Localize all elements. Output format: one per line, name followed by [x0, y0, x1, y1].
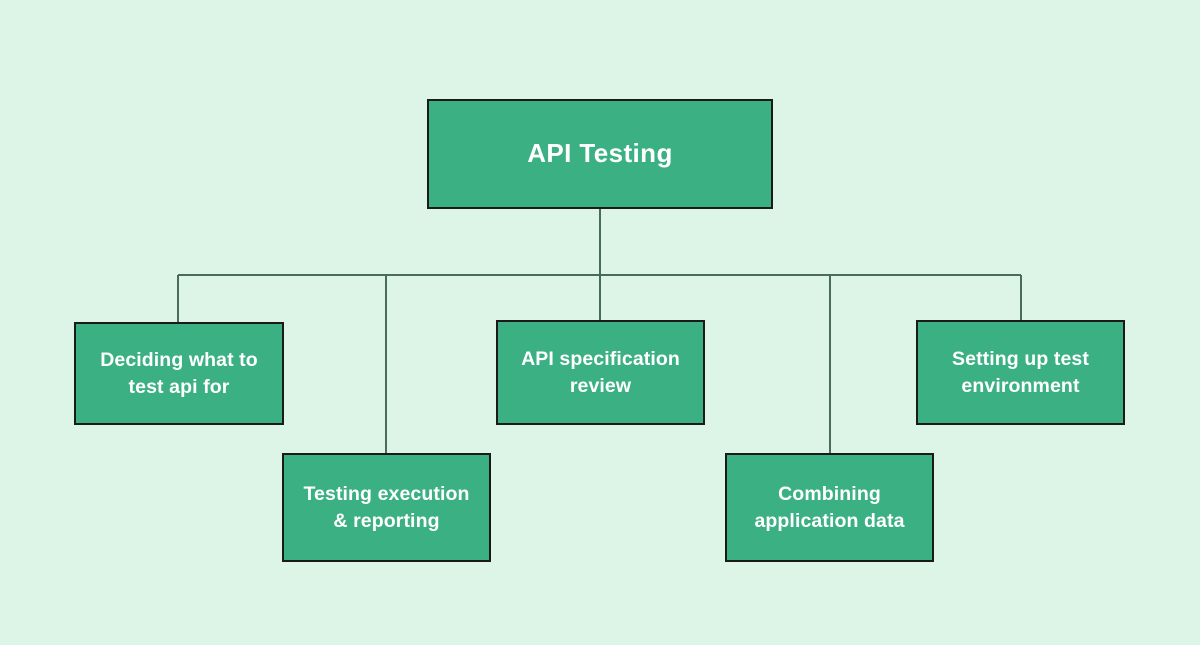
node-label-setting-up-test-environment: Setting up test environment: [952, 348, 1089, 397]
node-label-testing-execution-reporting: Testing execution & reporting: [303, 483, 470, 532]
node-label-api-testing: API Testing: [527, 138, 673, 169]
node-combining-application-data[interactable]: Combining application data: [725, 453, 934, 562]
node-label-deciding-what-to-test: Deciding what to test api for: [100, 349, 258, 398]
node-setting-up-test-environment[interactable]: Setting up test environment: [916, 320, 1125, 425]
node-deciding-what-to-test[interactable]: Deciding what to test api for: [74, 322, 284, 425]
node-label-api-specification-review: API specification review: [521, 348, 680, 397]
node-testing-execution-reporting[interactable]: Testing execution & reporting: [282, 453, 491, 562]
node-api-testing[interactable]: API Testing: [427, 99, 773, 209]
node-api-specification-review[interactable]: API specification review: [496, 320, 705, 425]
node-label-combining-application-data: Combining application data: [754, 483, 905, 532]
